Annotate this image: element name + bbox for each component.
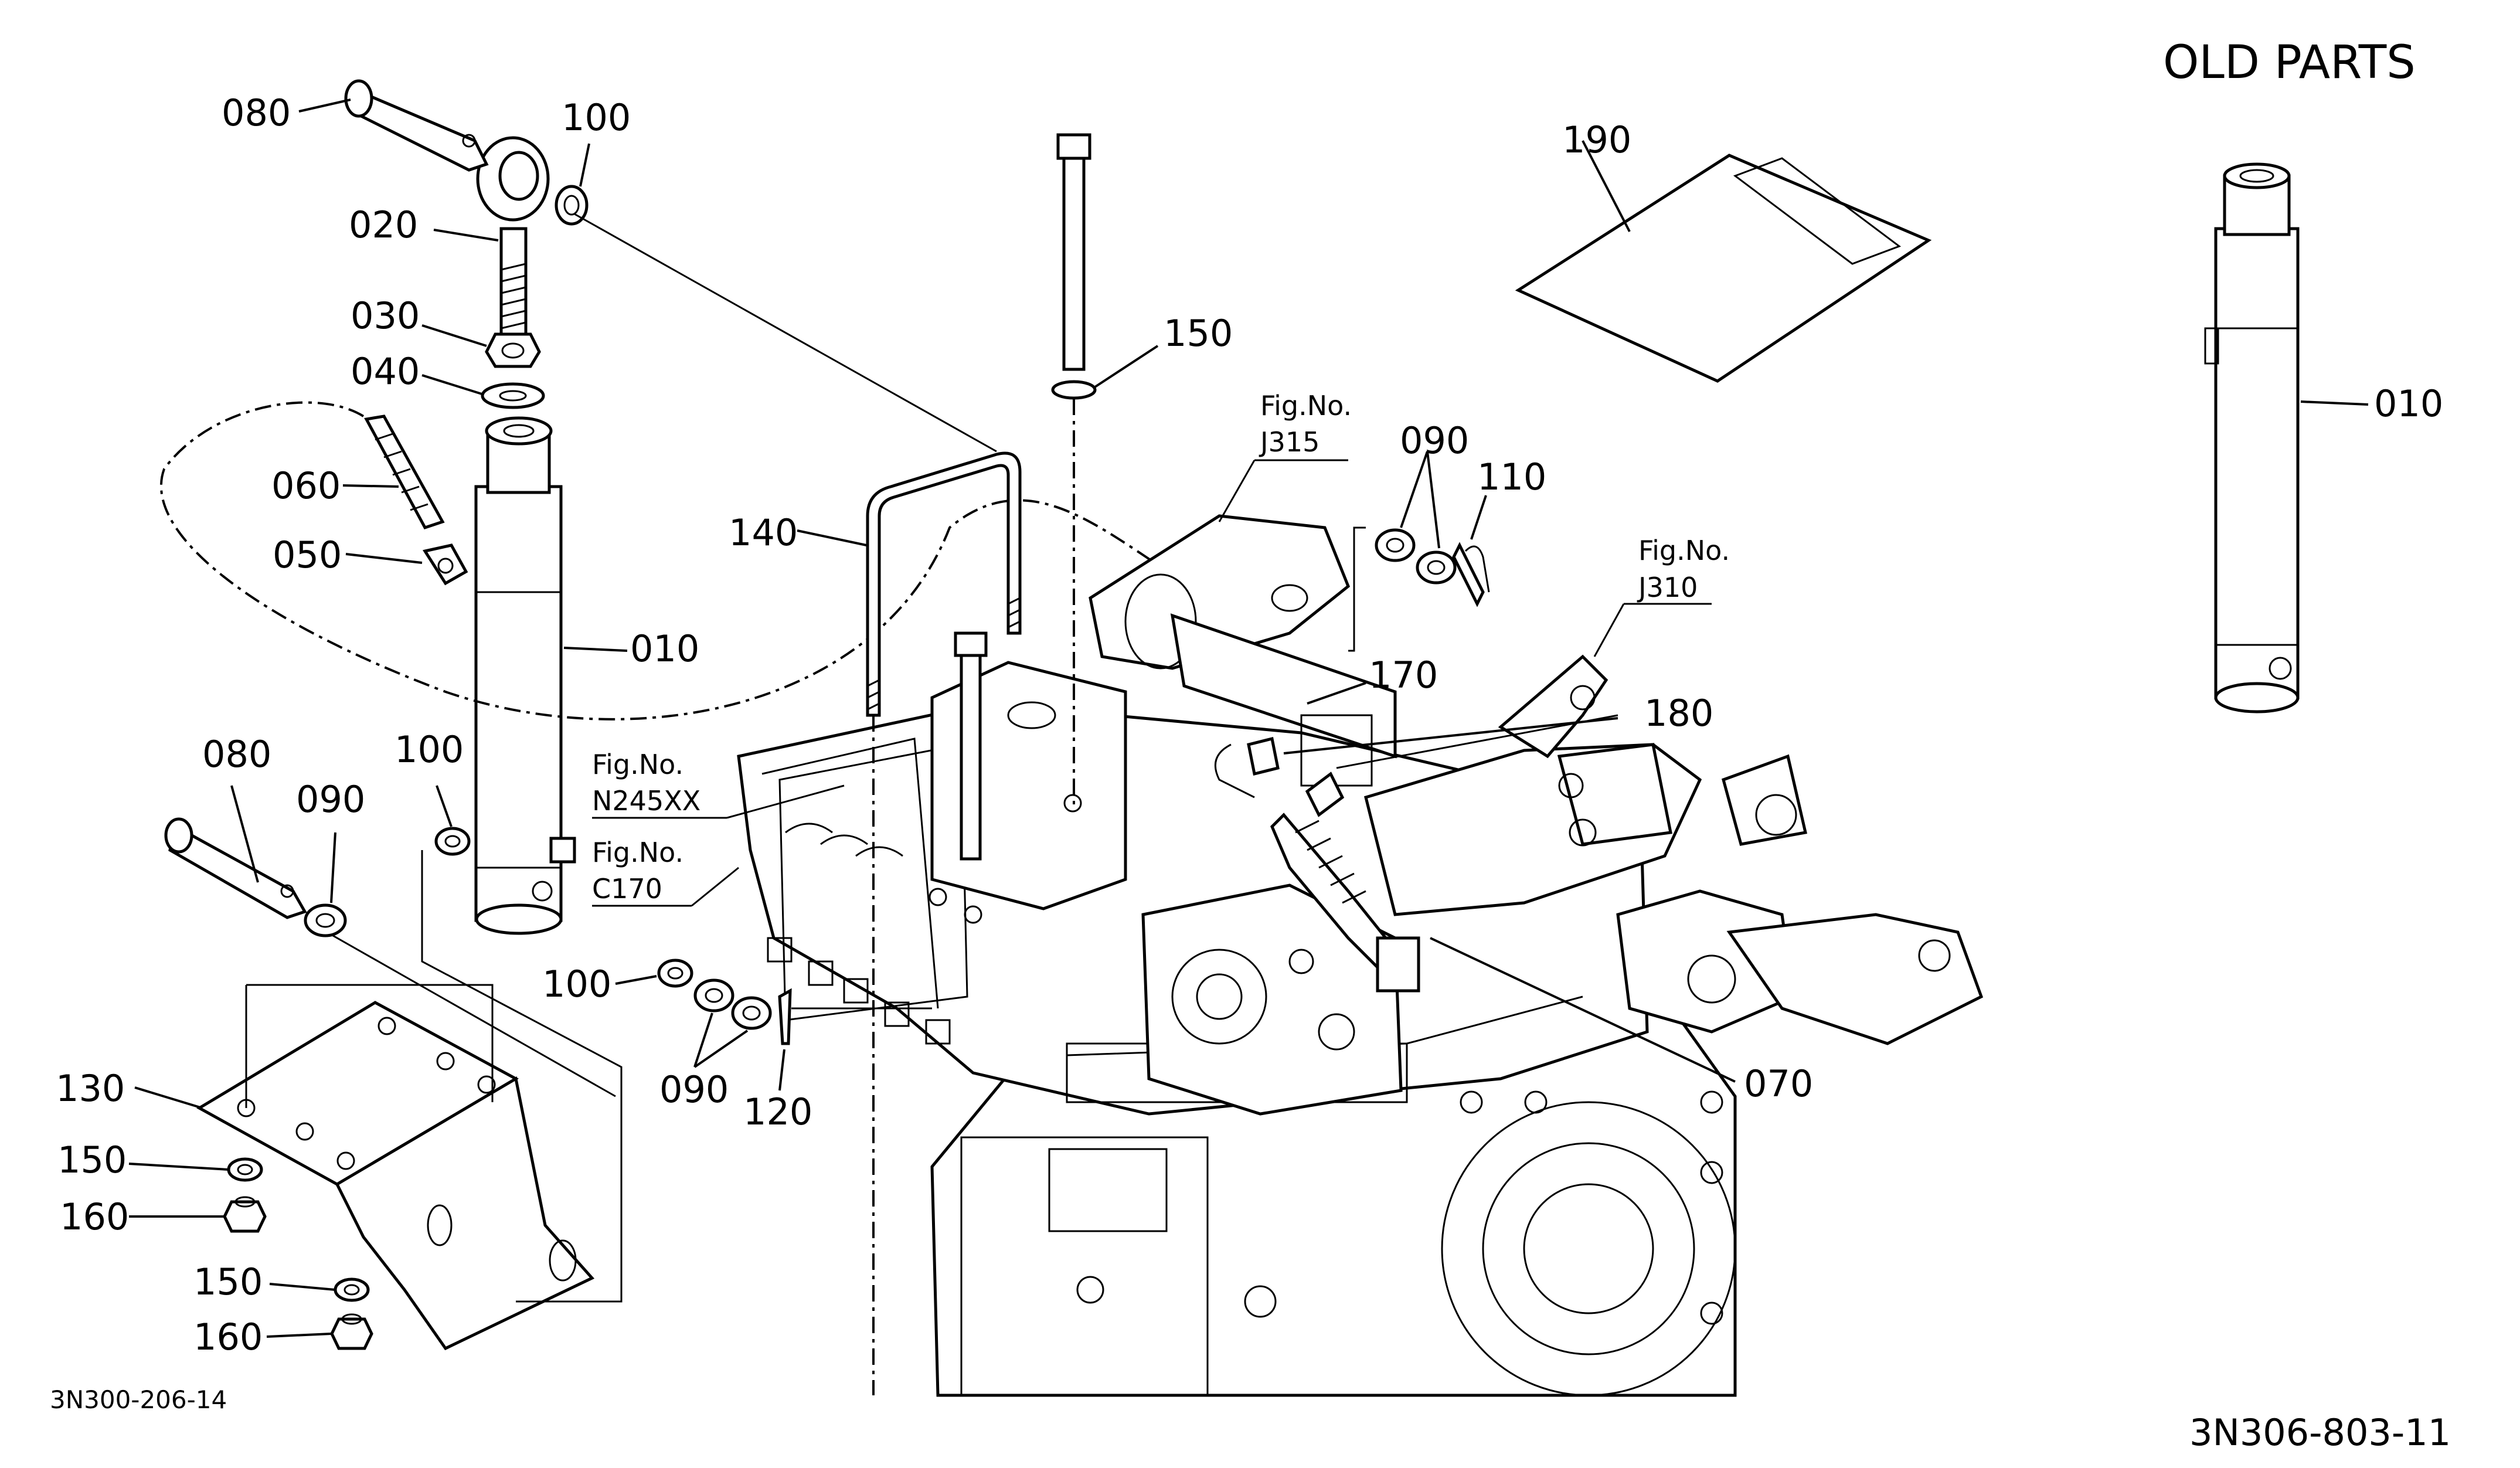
callout-080-top: 080	[222, 91, 291, 134]
callout-160-left-2: 160	[193, 1316, 263, 1358]
part-150-washer-2	[269, 1277, 370, 1302]
callout-120: 120	[743, 1090, 812, 1133]
part-060-hose	[160, 401, 1156, 721]
callout-060: 060	[271, 464, 341, 507]
part-190-sheet	[1515, 140, 1932, 383]
fig-ref-j310-value: J310	[1637, 572, 1698, 603]
callout-150-top: 150	[1164, 312, 1233, 355]
part-150-washer-1	[128, 1157, 263, 1182]
fig-ref-c170-label: Fig.No.	[592, 837, 683, 868]
drawing-code-right: 3N306-803-11	[2189, 1411, 2451, 1454]
callout-130: 130	[56, 1067, 125, 1110]
callout-170: 170	[1369, 654, 1438, 696]
part-010-old-cylinder	[2204, 162, 2369, 713]
part-080-top-pin	[298, 79, 489, 172]
part-100-top-washer	[555, 143, 997, 453]
part-070-leader	[1430, 937, 1736, 1083]
callout-010-main: 010	[630, 627, 699, 670]
part-130-bracket	[134, 984, 623, 1351]
part-040-washer	[421, 374, 545, 409]
part-080-left-pin	[164, 785, 616, 1097]
drawing-code-left: 3N300-206-14	[50, 1385, 227, 1414]
part-090-left-washer	[304, 832, 347, 937]
fig-ref-j310-label: Fig.No.	[1638, 535, 1730, 566]
transmission-housing	[737, 514, 1984, 1397]
part-090-top-washers	[1348, 451, 1457, 652]
callout-140: 140	[729, 511, 798, 554]
part-050-fitting	[345, 543, 468, 586]
callout-090-left: 090	[296, 778, 365, 821]
callout-100-top: 100	[562, 96, 631, 139]
part-030-nut	[421, 324, 541, 368]
callout-030: 030	[351, 294, 420, 337]
fig-ref-c170-value: C170	[592, 873, 662, 905]
fig-ref-j315-value: J315	[1259, 426, 1319, 458]
callout-150-left-1: 150	[57, 1139, 127, 1181]
callout-040: 040	[351, 350, 420, 393]
callout-020: 020	[349, 203, 418, 246]
fig-ref-n245-value: N245XX	[592, 785, 700, 817]
callout-100-mid: 100	[542, 963, 611, 1005]
part-160-nut-1	[129, 1196, 267, 1233]
fig-ref-n245-label: Fig.No.	[592, 749, 683, 780]
fig-ref-j315-label: Fig.No.	[1260, 390, 1352, 422]
callout-110: 110	[1477, 456, 1546, 498]
part-140-u-bolt	[797, 451, 1022, 1395]
part-120-pin	[778, 988, 932, 1091]
callout-160-left-1: 160	[60, 1195, 129, 1238]
callout-100-left: 100	[395, 728, 464, 771]
part-110-pin	[1452, 495, 1490, 607]
part-100-mid-washer	[615, 959, 693, 988]
callout-090-top: 090	[1400, 419, 1469, 462]
part-090-mid-washers	[693, 978, 772, 1068]
callout-070: 070	[1744, 1062, 1813, 1105]
callout-150-left-2: 150	[193, 1260, 263, 1303]
part-010-cylinder	[474, 416, 628, 935]
part-160-nut-2	[266, 1313, 373, 1350]
fig-ref-leaders	[592, 459, 1712, 907]
callout-090-mid: 090	[659, 1068, 729, 1111]
callout-180: 180	[1644, 692, 1713, 735]
callout-190: 190	[1562, 118, 1631, 161]
callout-050: 050	[273, 533, 342, 576]
part-180-hose	[1247, 717, 1618, 776]
part-150-top-bolt	[954, 133, 1159, 861]
callout-080-left: 080	[202, 733, 271, 776]
part-020-rod-end	[433, 136, 550, 354]
callout-010-old: 010	[2374, 382, 2443, 425]
old-parts-title: OLD PARTS	[2163, 36, 2416, 89]
